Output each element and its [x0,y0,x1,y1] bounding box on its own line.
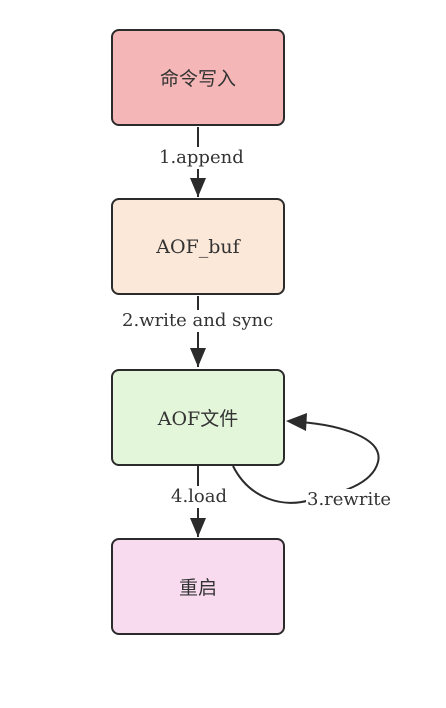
edge-append-label: 1.append [158,147,245,169]
edge-rewrite-arrow [286,413,307,431]
node-aof-file: AOF文件 [111,369,285,466]
edge-rewrite-curve [232,421,380,504]
edge-rewrite-label: 3.rewrite [306,489,393,511]
edge-write-sync-label: 2.write and sync [121,310,275,332]
edge-write-sync-arrow [190,348,206,367]
node-aof-buf-label: AOF_buf [156,235,240,258]
node-aof-buf: AOF_buf [111,198,285,295]
node-restart: 重启 [111,538,285,635]
edge-load-arrow [190,518,206,537]
node-command-write: 命令写入 [111,29,285,126]
edge-append-arrow [190,178,206,197]
node-aof-file-label: AOF文件 [157,408,239,430]
edge-load-label: 4.load [170,486,229,508]
node-command-write-label: 命令写入 [159,68,236,90]
node-restart-label: 重启 [178,577,217,599]
